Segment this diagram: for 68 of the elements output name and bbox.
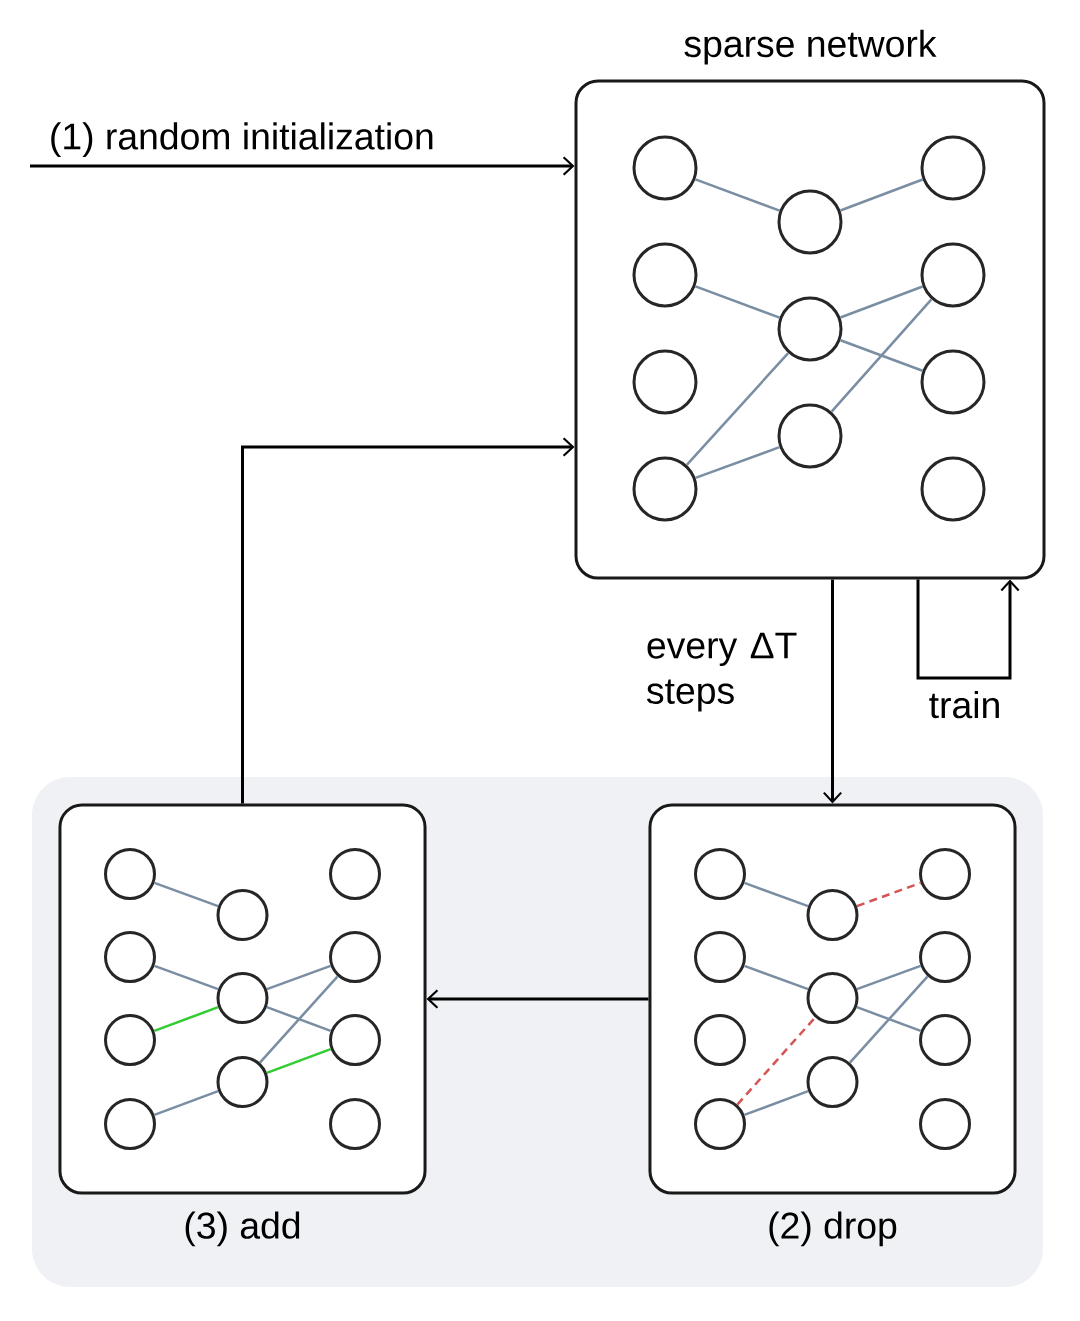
box-heading: (3) add [185,1211,300,1247]
connection-line [695,178,780,212]
connection-line [856,1005,922,1033]
connection-line [153,1089,219,1117]
neuron-circle [920,349,986,415]
neuron-circle [806,1056,859,1108]
connection-line [744,881,809,908]
connection-line [154,964,219,991]
connection-line [266,1047,332,1075]
neuron-circle [216,1056,269,1108]
connection-line [266,964,331,991]
neuron-circle [329,1098,381,1150]
connection-line [744,964,809,991]
neuron-circle [694,1014,746,1066]
arrow [426,989,649,1009]
edge-label: train [929,690,999,719]
neuron-circle [777,296,843,362]
neuron-circle [694,1098,746,1150]
connection-line [266,1005,332,1033]
connection-line [154,881,219,908]
neuron-circle [632,349,698,415]
neuron-circle [329,848,381,900]
dashed-line [856,881,921,908]
connection-line [695,285,780,319]
connection-line [153,1005,219,1033]
neuron-circle [632,135,698,201]
neuron-circle [329,1014,381,1066]
neuron-circle [104,1014,156,1066]
box-heading: (2) drop [769,1211,897,1247]
connection-line [839,285,924,319]
connection-line [856,964,921,991]
connection-line [839,178,924,212]
arrow [30,156,575,176]
connection-line [685,352,790,466]
neuron-circle [806,889,859,941]
connection-line [258,975,339,1064]
neuron-circle [632,242,698,308]
connection-line [840,339,923,372]
neuron-circle [920,242,986,308]
neuron-circle [919,848,971,900]
arrow [241,437,575,804]
neuron-circle [920,135,986,201]
connection-line [743,1089,809,1117]
neuron-circle [632,456,698,522]
box-heading: sparse network [684,29,937,65]
neuron-circle [920,456,986,522]
neuron-circle [806,972,859,1024]
neuron-circle [104,931,156,983]
arrow [916,579,1020,680]
neuron-circle [694,931,746,983]
dashed-line [736,1016,817,1106]
neuron-circle [329,931,381,983]
neuron-circle [216,972,269,1024]
connection-line [830,298,933,413]
neuron-circle [777,189,843,255]
arrow [823,579,842,804]
neuron-circle [919,1014,971,1066]
neuron-circle [216,889,269,941]
connection-line [848,975,929,1064]
connection-line [695,446,780,480]
edge-label: (1) random initialization [51,122,433,158]
neuron-circle [777,403,843,469]
neuron-circle [919,1098,971,1150]
neuron-circle [694,848,746,900]
neuron-circle [919,931,971,983]
edge-label: every ΔT steps [647,632,797,712]
neuron-circle [104,848,156,900]
neuron-circle [104,1098,156,1150]
